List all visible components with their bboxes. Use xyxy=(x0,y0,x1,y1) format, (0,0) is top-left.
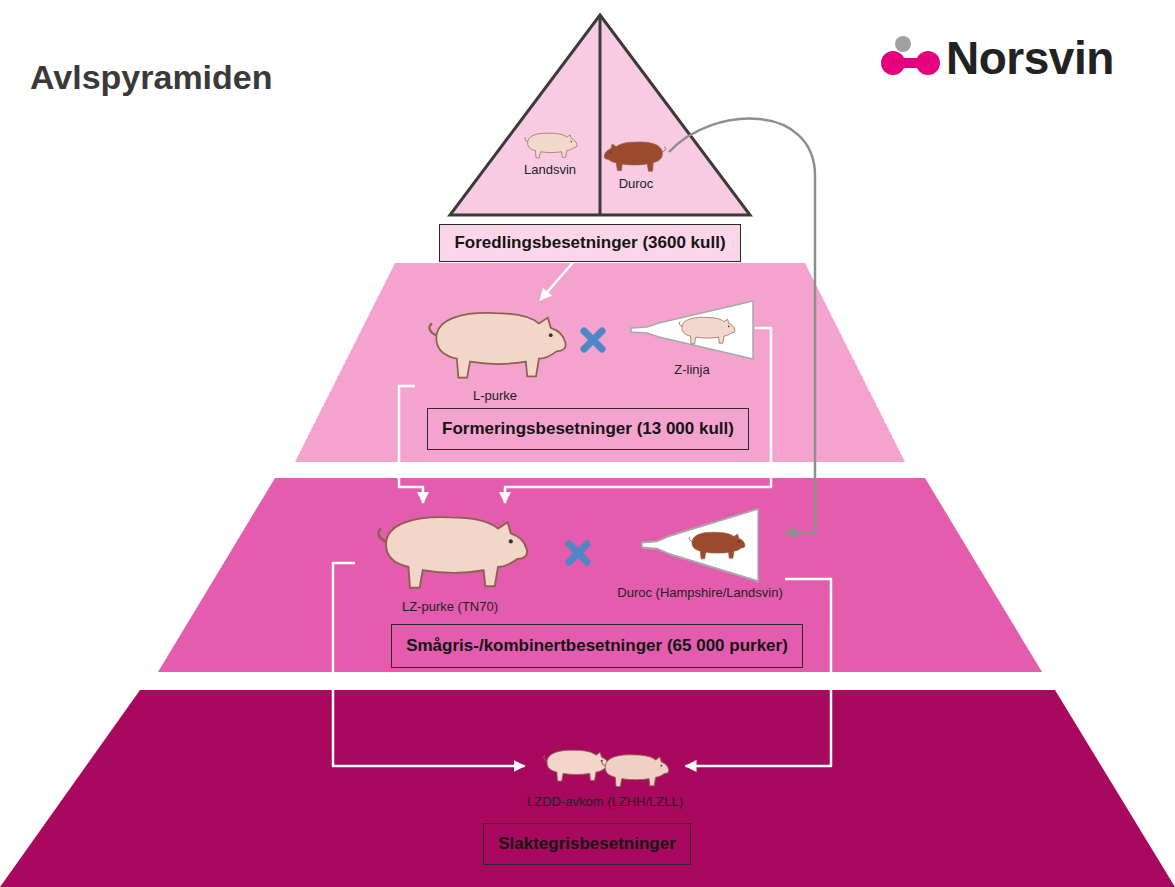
semen-dose-figure: Z-linja xyxy=(629,298,755,378)
flow-arrow xyxy=(505,328,771,503)
figure-caption: Z-linja xyxy=(674,362,709,378)
pig-figure xyxy=(689,532,745,558)
pyramid-top xyxy=(450,15,750,215)
pyramid-divider xyxy=(599,15,602,215)
tier-label-box: Foredlingsbesetninger (3600 kull) xyxy=(439,224,741,262)
pyramid-tier xyxy=(0,690,1175,887)
cross-symbol xyxy=(569,544,587,562)
figure-caption: Duroc (Hampshire/Landsvin) xyxy=(617,585,782,601)
pyramid-tier xyxy=(295,263,905,462)
sow-figure: LZ-purke (TN70) xyxy=(355,503,545,615)
logo-wordmark: Norsvin xyxy=(946,31,1114,85)
flow-arrow xyxy=(540,262,573,300)
breed-figure: Duroc xyxy=(603,136,669,192)
tier-label-box: Formeringsbesetninger (13 000 kull) xyxy=(427,408,749,450)
label-block: Norsvin xyxy=(946,31,1114,85)
flow-arrow xyxy=(333,563,525,766)
logo-dot xyxy=(881,51,905,75)
piglets-figure: LZDD-avkom (LZHH/LZLL) xyxy=(525,738,686,810)
breed-flow-line xyxy=(669,119,815,533)
tier-label: Foredlingsbesetninger (3600 kull) xyxy=(454,233,725,253)
pyramid-tier xyxy=(158,478,1042,672)
figure-caption: LZDD-avkom (LZHH/LZLL) xyxy=(527,794,683,810)
figure-caption: L-purke xyxy=(473,388,517,404)
pig-figure xyxy=(604,142,665,171)
semen-dose xyxy=(631,301,753,359)
sow-figure: L-purke xyxy=(415,300,575,404)
semen-dose-figure: Duroc (Hampshire/Landsvin) xyxy=(615,505,785,601)
logo-dot xyxy=(895,36,911,52)
logo-dot xyxy=(916,51,940,75)
tier-label-box: Smågris-/kombinertbesetninger (65 000 pu… xyxy=(391,624,803,668)
figure-caption: Landsvin xyxy=(524,162,576,178)
diagram-title: Avlspyramiden xyxy=(30,58,273,97)
piglet-figure xyxy=(544,750,609,781)
breed-figure: Landsvin xyxy=(522,128,579,178)
cross-symbol xyxy=(584,331,602,349)
semen-dose xyxy=(642,509,758,582)
tier-label-box: Slaktegrisbesetninger xyxy=(483,823,691,865)
sow-figure xyxy=(379,517,528,588)
tier-label: Smågris-/kombinertbesetninger (65 000 pu… xyxy=(406,636,788,656)
figure-caption: Duroc xyxy=(619,176,654,192)
sow-figure xyxy=(429,313,565,378)
flow-arrow xyxy=(399,386,423,503)
pig-figure xyxy=(679,317,735,343)
pig-figure xyxy=(525,133,577,158)
piglet-figure xyxy=(602,755,669,787)
logo-dots xyxy=(881,36,940,75)
tier-label: Formeringsbesetninger (13 000 kull) xyxy=(442,419,734,439)
flow-arrow xyxy=(686,579,832,766)
title-block: Avlspyramiden xyxy=(30,58,273,97)
figure-caption: LZ-purke (TN70) xyxy=(402,599,498,615)
tier-label: Slaktegrisbesetninger xyxy=(498,834,676,854)
